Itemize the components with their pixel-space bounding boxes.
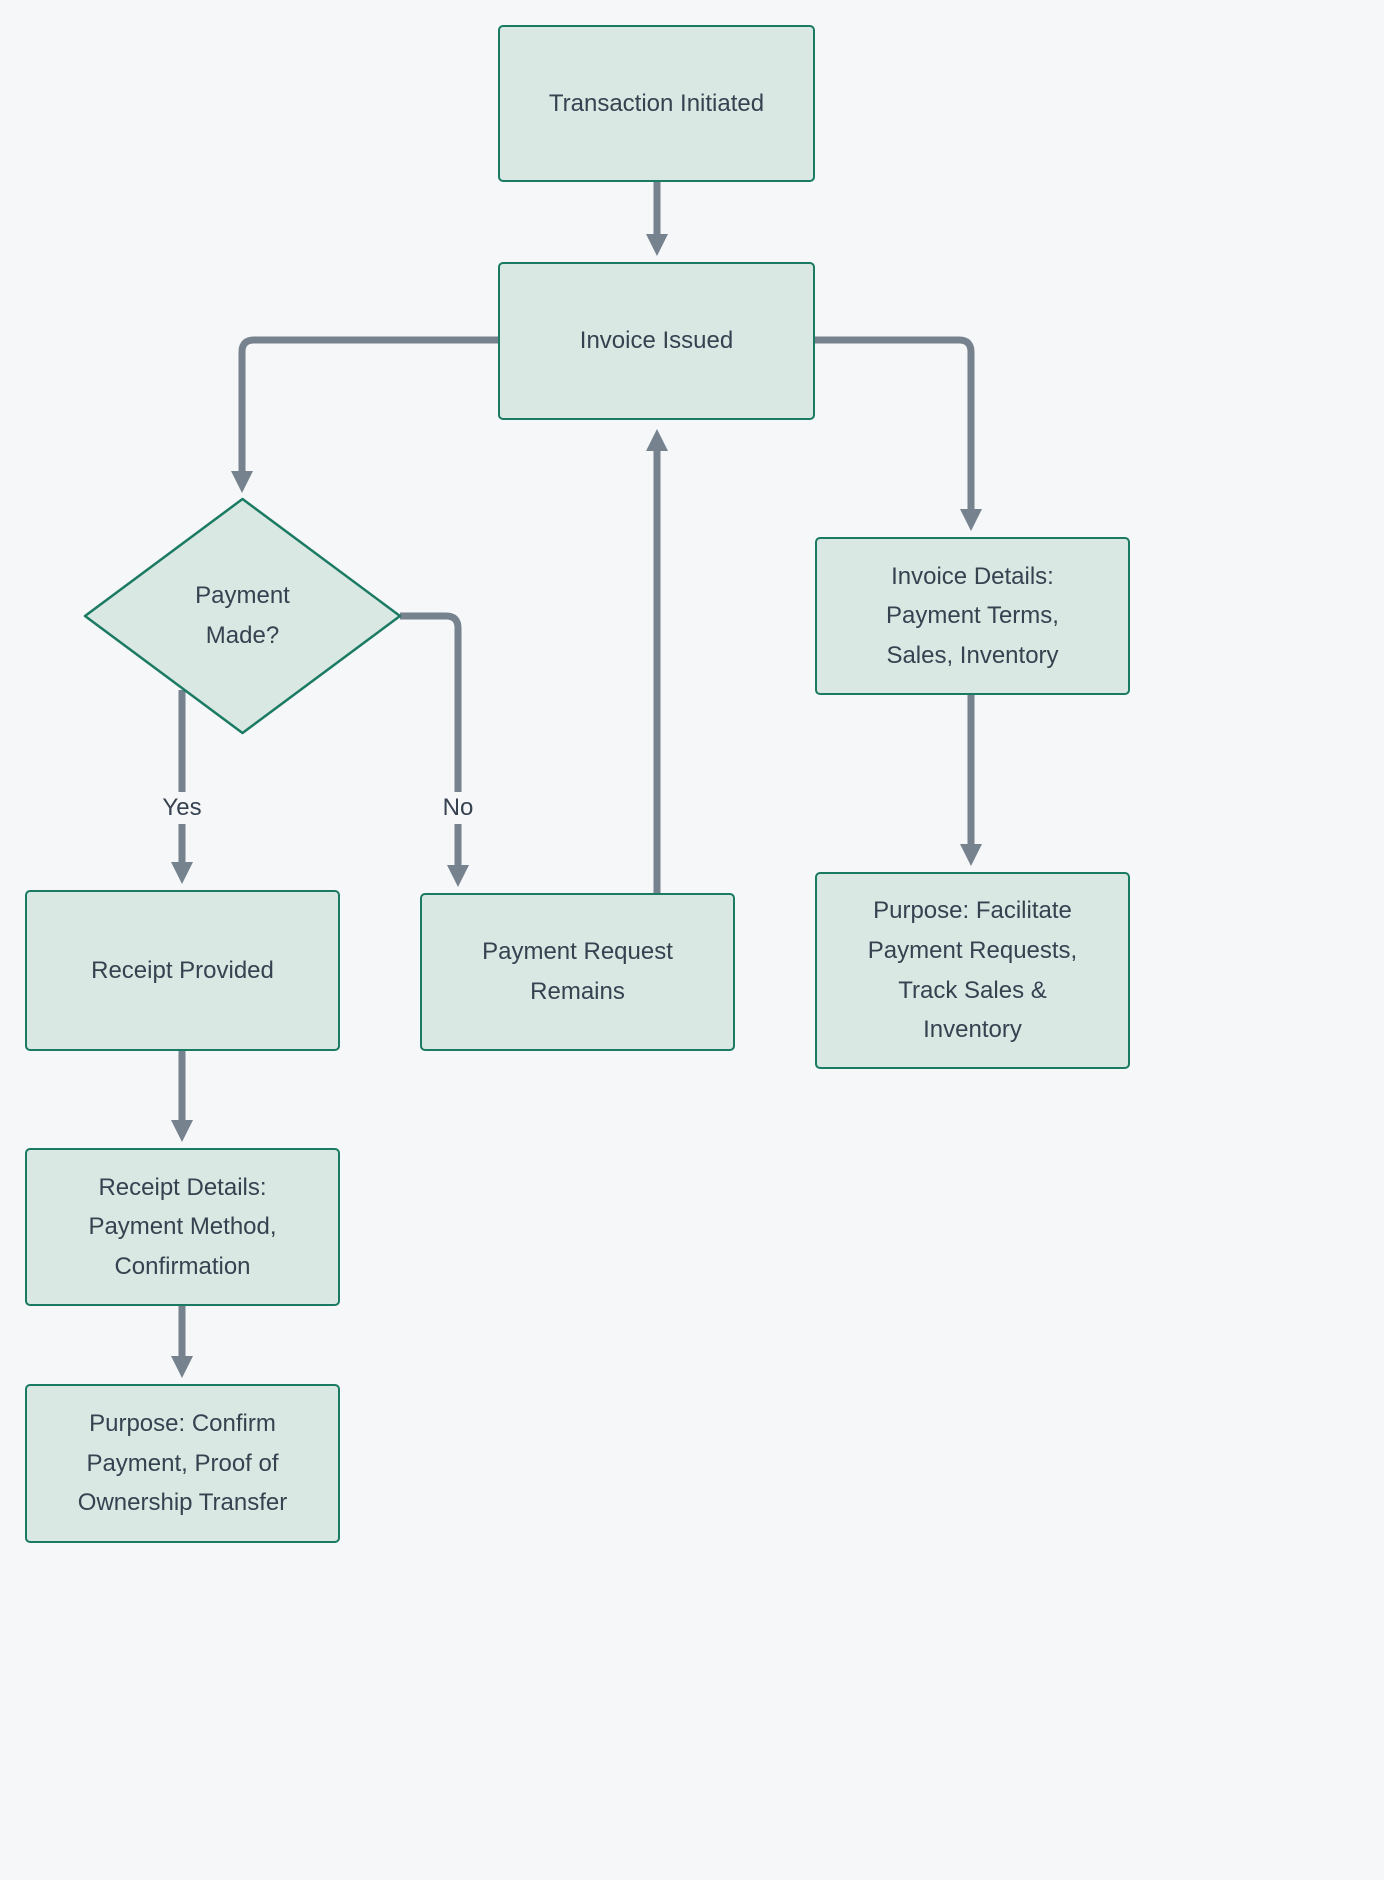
node-invoice-issued-label: Invoice Issued bbox=[579, 327, 734, 355]
edge-decision-no bbox=[400, 612, 469, 887]
node-payment-request-remains: Payment Request Remains bbox=[420, 893, 735, 1051]
node-invoice-issued: Invoice Issued bbox=[498, 262, 815, 420]
decision-diamond-payment-made bbox=[83, 497, 402, 735]
node-receipt-details: Receipt Details: Payment Method, Confirm… bbox=[25, 1148, 340, 1306]
node-invoice-details: Invoice Details: Payment Terms, Sales, I… bbox=[815, 537, 1130, 695]
edge-label-no: No bbox=[432, 792, 484, 824]
node-purpose-facilitate: Purpose: Facilitate Payment Requests, Tr… bbox=[815, 872, 1130, 1069]
node-invoice-details-label: Invoice Details: Payment Terms, Sales, I… bbox=[886, 562, 1059, 669]
node-purpose-facilitate-label: Purpose: Facilitate Payment Requests, Tr… bbox=[867, 897, 1078, 1044]
node-purpose-confirm: Purpose: Confirm Payment, Proof of Owner… bbox=[25, 1384, 340, 1543]
node-transaction-initiated-label: Transaction Initiated bbox=[548, 89, 765, 117]
edge-label-yes: Yes bbox=[152, 792, 212, 824]
node-payment-request-remains-label: Payment Request Remains bbox=[482, 938, 673, 1005]
node-transaction-initiated: Transaction Initiated bbox=[498, 25, 815, 182]
node-receipt-details-label: Receipt Details: Payment Method, Confirm… bbox=[88, 1173, 277, 1280]
edge-invoice-to-invoice-details bbox=[815, 336, 982, 531]
edge-invoice-to-decision bbox=[231, 336, 498, 493]
node-receipt-provided-label: Receipt Provided bbox=[91, 956, 274, 984]
node-purpose-confirm-label: Purpose: Confirm Payment, Proof of Owner… bbox=[77, 1410, 288, 1517]
node-receipt-provided: Receipt Provided bbox=[25, 890, 340, 1051]
